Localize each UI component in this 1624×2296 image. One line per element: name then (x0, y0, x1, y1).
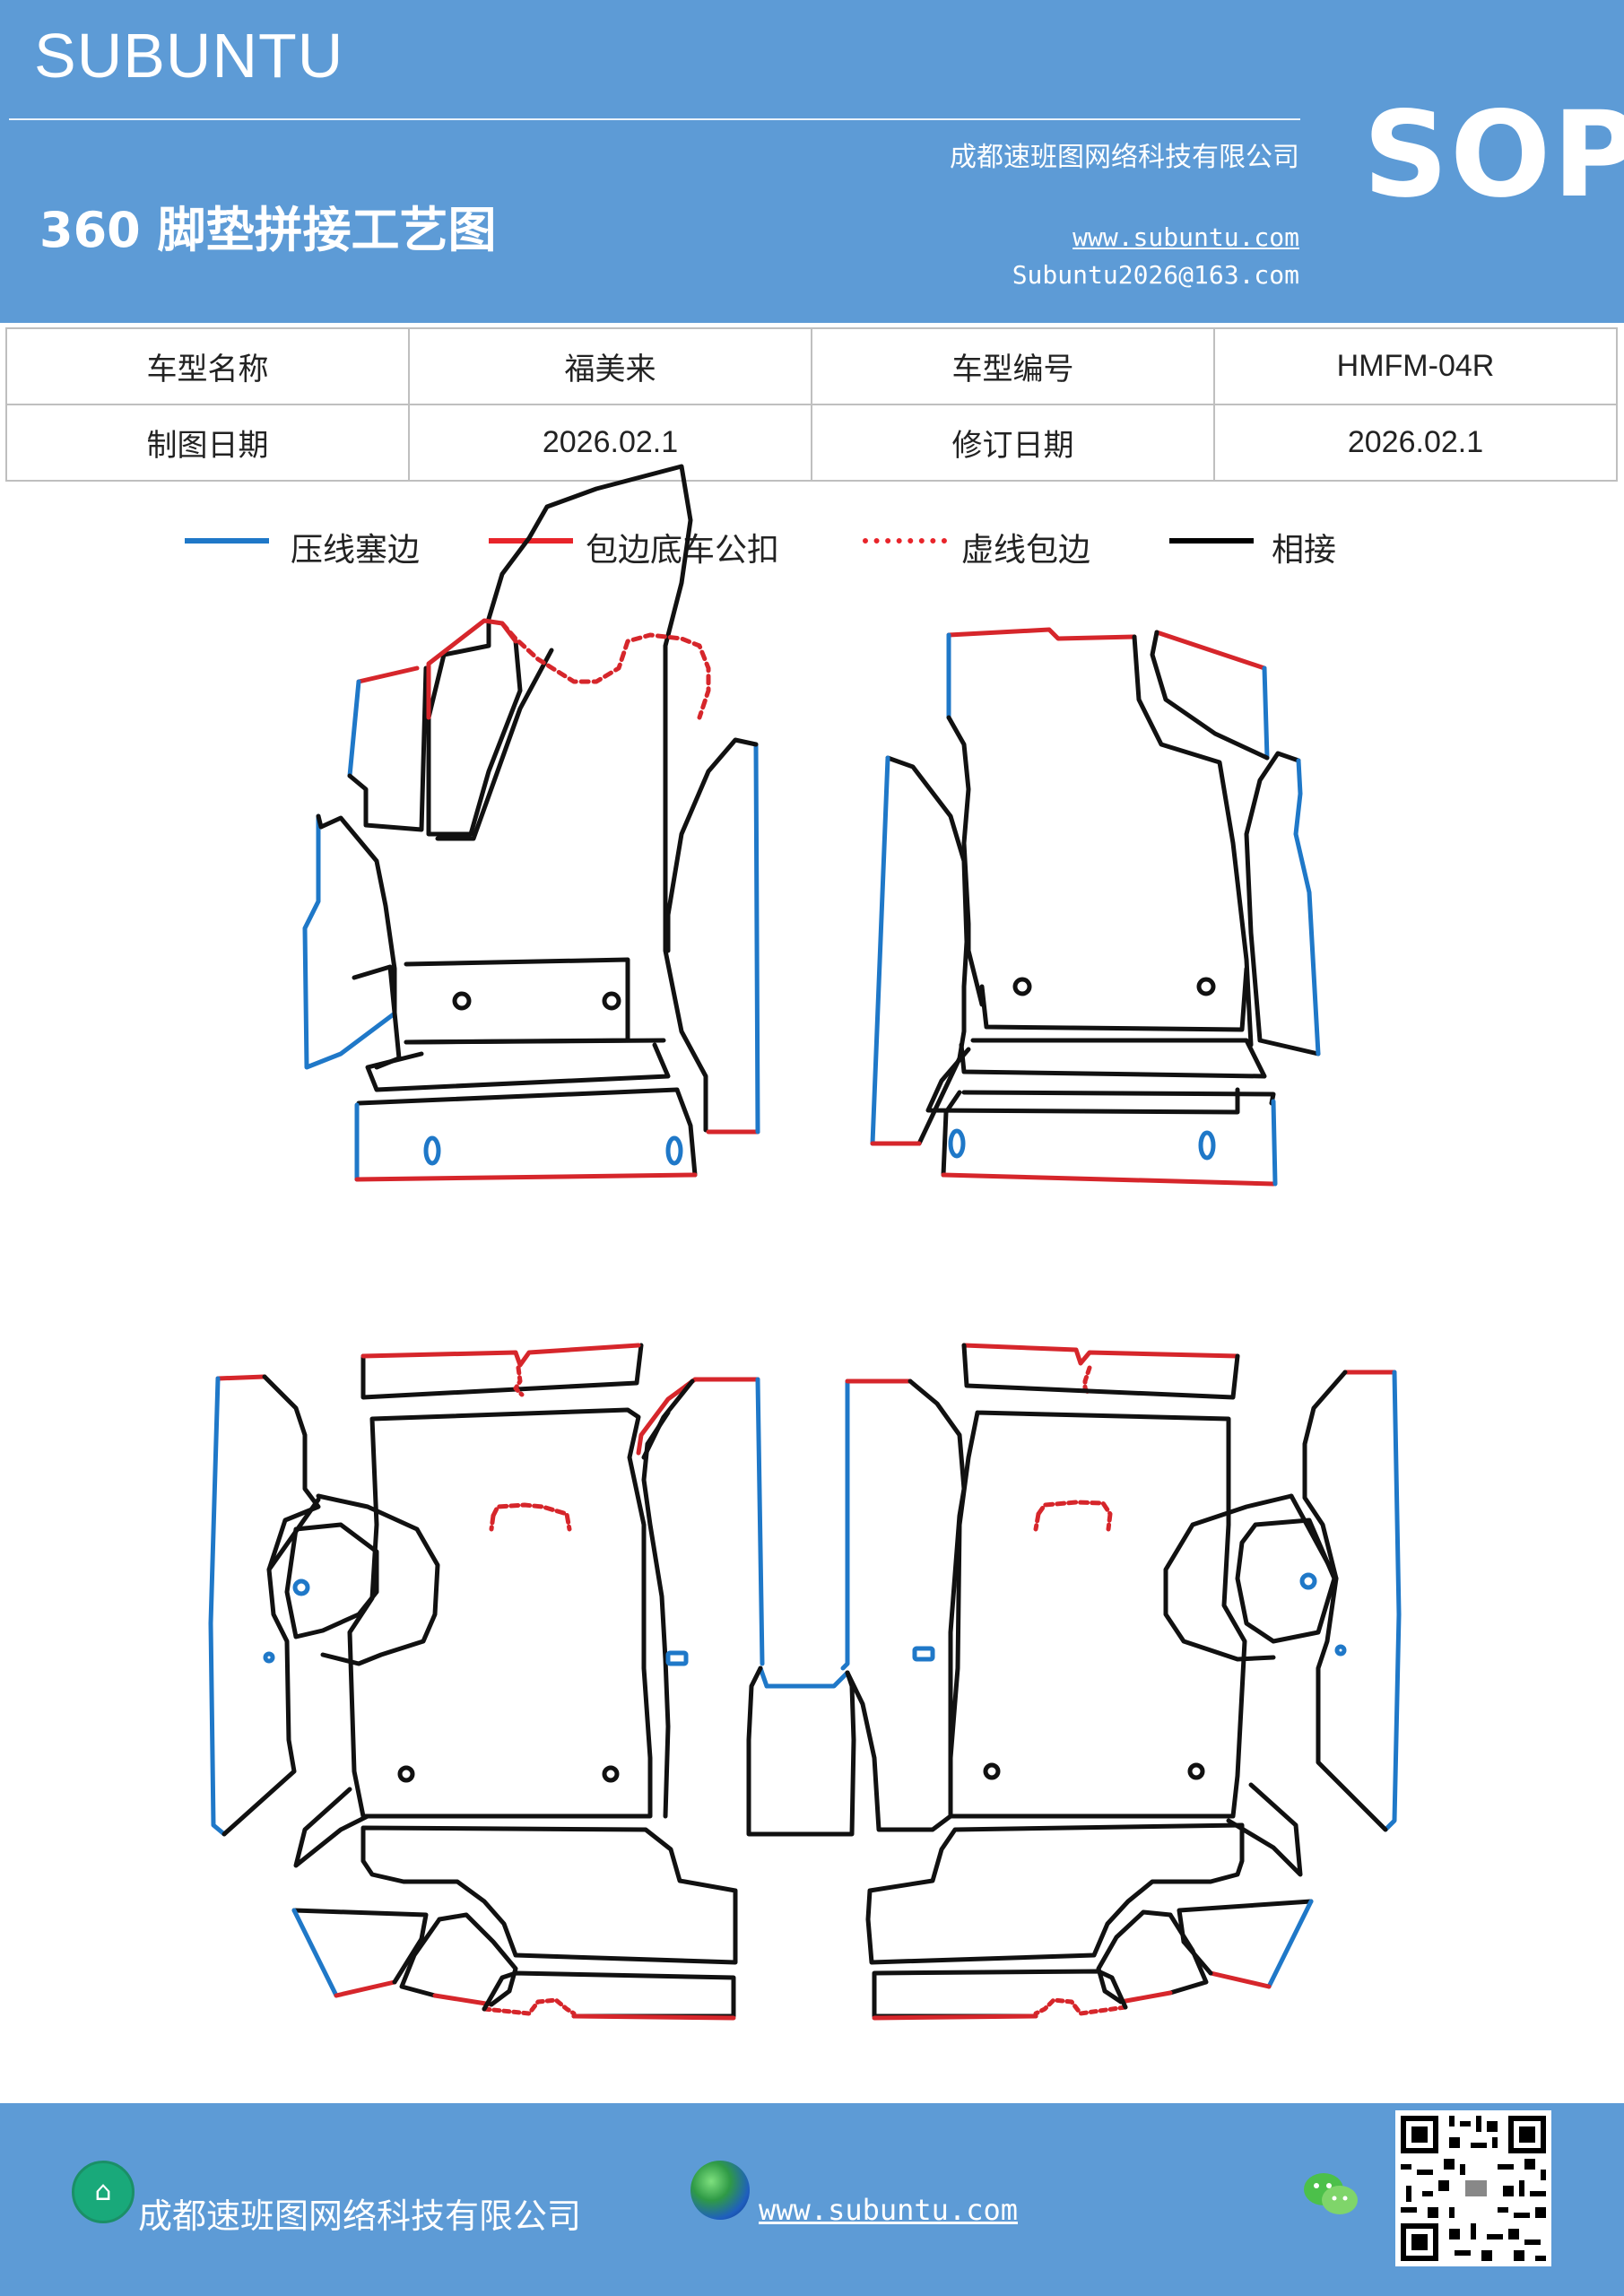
table-cell: 车型编号 (811, 327, 1215, 405)
top-right-mat (870, 627, 1321, 1187)
middle-tunnel-mat (746, 1378, 967, 1837)
table-cell: 制图日期 (5, 404, 410, 482)
table-row: 制图日期 2026.02.1 修订日期 2026.02.1 (5, 404, 1618, 482)
qr-code[interactable] (1395, 2110, 1551, 2266)
legend-swatch (489, 538, 573, 544)
legend-swatch (1169, 538, 1254, 544)
legend-label: 压线塞边 (291, 532, 421, 569)
bottom-right-mat (865, 1343, 1402, 2021)
table-cell: HMFM-04R (1213, 327, 1618, 405)
legend: 压线塞边 包边底车公扣 虚线包边 相接 (0, 518, 1624, 572)
bottom-left-mat (208, 1343, 765, 2021)
vehicle-info-table: 车型名称 福美来 车型编号 HMFM-04R 制图日期 2026.02.1 修订… (5, 327, 1618, 482)
top-left-mat (302, 464, 760, 1182)
legend-swatch (185, 538, 269, 544)
brand-name: SUBUNTU (34, 21, 344, 91)
header-website-link[interactable]: www.subuntu.com (1073, 222, 1299, 252)
document-title: 360 脚垫拼接工艺图 (39, 202, 497, 258)
footer-website-link[interactable]: www.subuntu.com (759, 2193, 1018, 2227)
table-cell: 2026.02.1 (1213, 404, 1618, 482)
footer: ⌂ 成都速班图网络科技有限公司 www.subuntu.com (0, 2103, 1624, 2296)
wechat-icon[interactable] (1300, 2168, 1363, 2222)
footer-company: 成都速班图网络科技有限公司 (138, 2196, 582, 2236)
legend-swatch (863, 538, 947, 544)
header-divider (9, 118, 1300, 120)
legend-label: 相接 (1272, 532, 1337, 569)
header: SUBUNTU 360 脚垫拼接工艺图 成都速班图网络科技有限公司 www.su… (0, 0, 1624, 323)
table-cell: 车型名称 (5, 327, 410, 405)
globe-icon (690, 2161, 750, 2220)
legend-label: 虚线包边 (961, 532, 1091, 569)
company-icon: ⌂ (72, 2161, 135, 2223)
table-cell: 2026.02.1 (408, 404, 812, 482)
header-company: 成都速班图网络科技有限公司 (950, 142, 1299, 173)
table-cell: 福美来 (408, 327, 812, 405)
header-email: Subuntu2026@163.com (1012, 260, 1299, 290)
sop-label: SOP (1363, 86, 1624, 224)
table-row: 车型名称 福美来 车型编号 HMFM-04R (5, 327, 1618, 405)
table-cell: 修订日期 (811, 404, 1215, 482)
